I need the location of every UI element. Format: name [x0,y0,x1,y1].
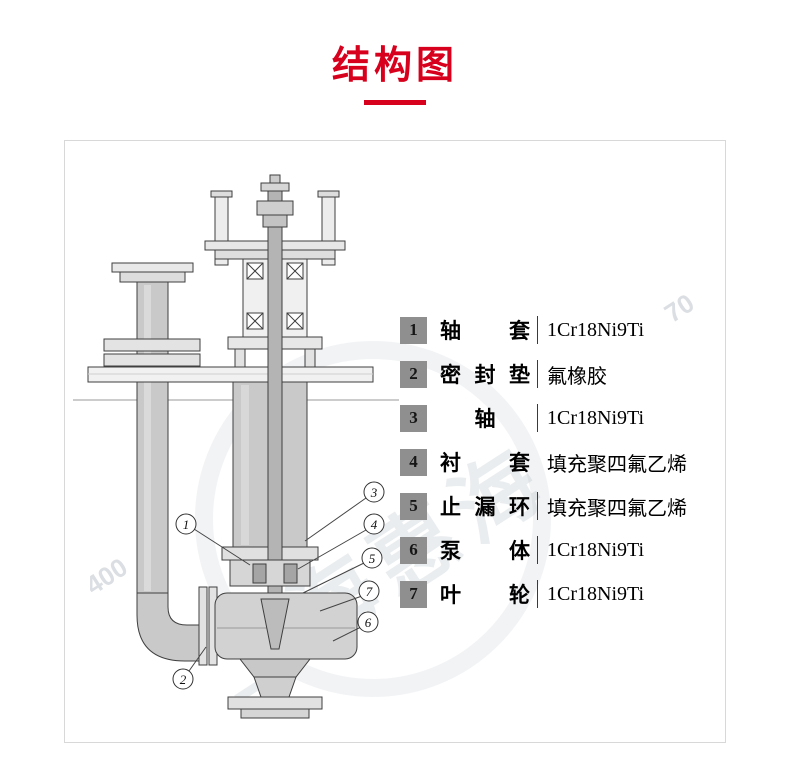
part-name: 止漏环 [440,496,530,519]
part-material: 1Cr18Ni9Ti [547,538,645,561]
pump-casing [214,592,358,719]
part-material: 填充聚四氟乙烯 [547,453,687,476]
table-row: 3 轴 1Cr18Ni9Ti [400,396,687,440]
discharge-pipe [103,262,218,666]
part-name: 衬套 [440,452,530,475]
pipe-flange [103,353,201,367]
part-number-badge: 6 [400,536,427,564]
part-name: 叶轮 [440,584,530,607]
callout-6: 6 [357,611,379,633]
part-number-badge: 3 [400,404,427,432]
callout-2: 2 [172,668,194,690]
part-material: 1Cr18Ni9Ti [547,582,645,605]
part-material: 氟橡胶 [547,365,607,388]
part-number-badge: 5 [400,492,427,520]
table-row: 6 泵体 1Cr18Ni9Ti [400,528,687,572]
bearings [246,262,304,330]
svg-text:7: 7 [366,584,373,599]
part-name: 轴 [474,408,496,431]
part-number-badge: 4 [400,448,427,476]
svg-text:1: 1 [183,517,190,532]
title-underline [364,100,426,105]
pipe-flange [103,338,201,352]
svg-text:5: 5 [369,551,376,566]
suction-inlet [253,676,297,698]
part-number-badge: 2 [400,360,427,388]
svg-text:6: 6 [365,615,372,630]
table-row: 1 轴套 1Cr18Ni9Ti [400,308,687,352]
shaft-coupling [256,200,294,216]
part-number-badge: 7 [400,580,427,608]
column-divider [537,492,538,520]
column-divider [537,536,538,564]
table-row: 2 密封垫 氟橡胶 [400,352,687,396]
svg-text:2: 2 [180,672,187,687]
table-row: 5 止漏环 填充聚四氟乙烯 [400,484,687,528]
callout-4: 4 [363,513,385,535]
part-material: 1Cr18Ni9Ti [547,318,645,341]
elbow-flange [198,586,208,666]
callout-7: 7 [358,580,380,602]
column-divider [537,360,538,388]
callout-1: 1 [175,513,197,535]
pump-structure-drawing: 1 2 3 4 5 [73,174,399,719]
table-row: 7 叶轮 1Cr18Ni9Ti [400,572,687,616]
part-number-badge: 1 [400,316,427,344]
part-material: 填充聚四氟乙烯 [547,497,687,520]
impeller [260,598,290,650]
seal-housing [229,559,311,587]
column-divider [537,404,538,432]
callout-5: 5 [361,547,383,569]
svg-text:3: 3 [370,485,378,500]
column-divider [537,580,538,608]
part-material: 1Cr18Ni9Ti [547,406,645,429]
column-divider [537,316,538,344]
pump-shaft [256,174,294,594]
mounting-plate [87,366,374,383]
table-row: 4 衬套 填充聚四氟乙烯 [400,440,687,484]
page-title: 结构图 [331,45,458,87]
parts-table: 1 轴套 1Cr18Ni9Ti 2 密封垫 氟橡胶 3 轴 1Cr18Ni9Ti… [400,308,687,616]
svg-text:4: 4 [371,517,378,532]
leader-lines [188,497,367,672]
part-name: 轴套 [440,320,530,343]
pipe-elbow [136,592,200,662]
part-name: 密封垫 [440,364,530,387]
callout-3: 3 [363,481,385,503]
structure-diagram-panel: 上海惠海 400 70 [64,140,726,743]
part-name: 泵体 [440,540,530,563]
